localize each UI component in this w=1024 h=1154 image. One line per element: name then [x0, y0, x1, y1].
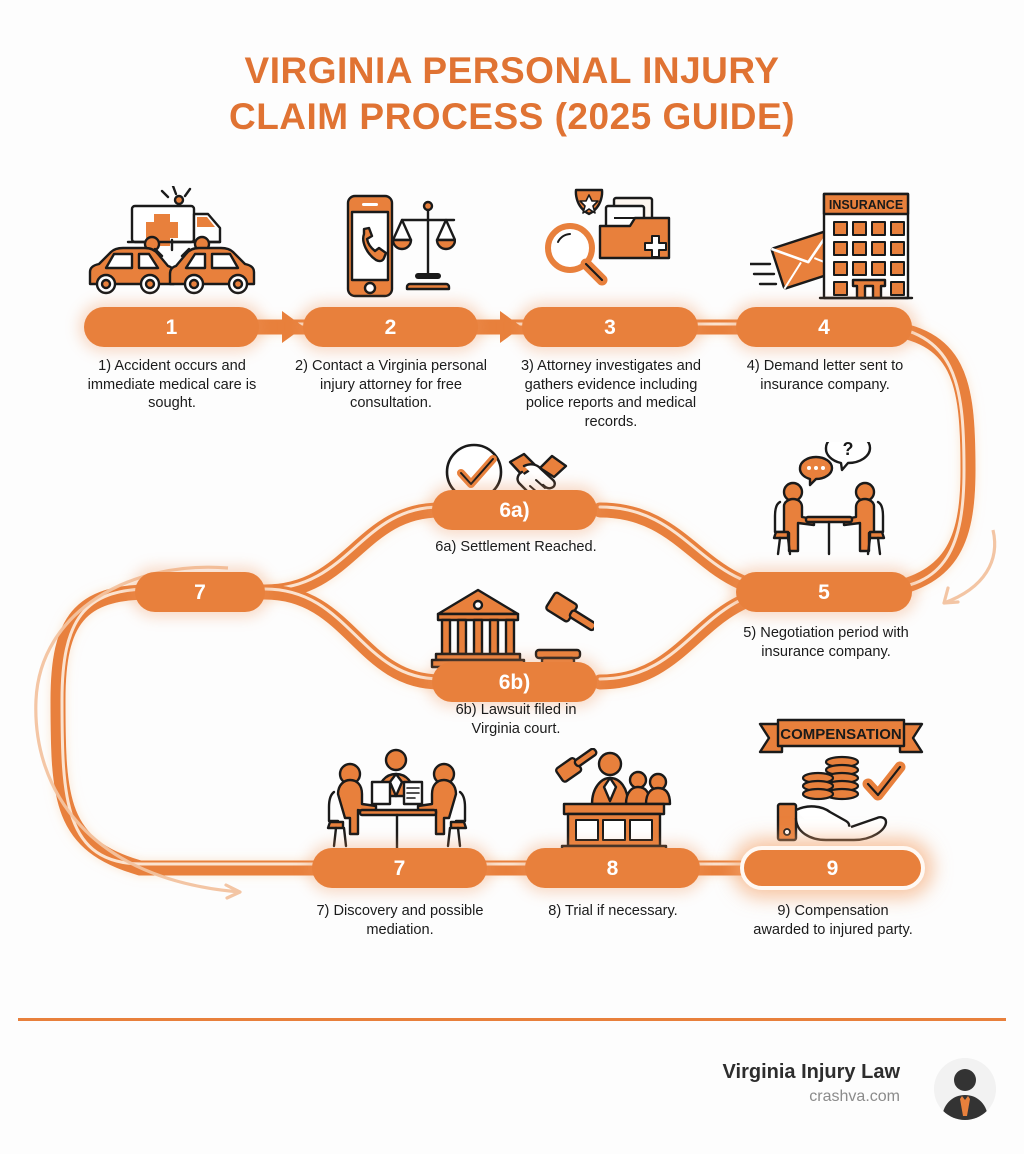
step-badge-label: 6a): [499, 498, 530, 522]
envelope-insurance-building-icon: INSURANCE: [748, 190, 916, 302]
page-title: VIRGINIA PERSONAL INJURY CLAIM PROCESS (…: [0, 48, 1024, 140]
feedback-arrow-right: [943, 529, 997, 605]
phone-scales-icon: [344, 190, 457, 302]
step-badge-label: 5: [818, 580, 830, 604]
insurance-building-label: INSURANCE: [829, 198, 903, 212]
step-badge-label: 6b): [498, 670, 531, 694]
step-badge-7-middle[interactable]: 7: [135, 572, 265, 612]
step-badge-5[interactable]: 5: [736, 572, 912, 612]
step-badge-label: 4: [818, 315, 830, 339]
negotiation-table-icon: ?: [764, 431, 896, 564]
step-badge-label: 7: [194, 580, 206, 604]
svg-text:?: ?: [843, 442, 854, 459]
mediation-table-icon: [326, 748, 472, 856]
step-badge-9[interactable]: 9: [740, 846, 925, 890]
step-caption-1: 1) Accident occurs and immediate medical…: [87, 358, 257, 411]
step-badge-label: 2: [384, 315, 397, 339]
person-silhouette-avatar: [934, 1058, 996, 1120]
compensation-hand-coins-icon: COMPENSATION: [752, 718, 930, 846]
courthouse-gavel-icon: [428, 588, 597, 672]
arrow-2-to-3: [474, 311, 522, 343]
step-caption-6b: 6b) Lawsuit filed in Virginia court.: [455, 702, 577, 737]
step-badge-7[interactable]: 7: [312, 848, 487, 888]
step-caption-6a: 6a) Settlement Reached.: [435, 539, 597, 555]
brand-name: Virginia Injury Law: [722, 1061, 900, 1083]
step-badge-label: 3: [604, 315, 616, 339]
feedback-arrow-left: [34, 565, 241, 894]
step-badge-6a[interactable]: 6a): [432, 490, 597, 530]
arrow-1-to-2: [256, 311, 304, 343]
step-caption-7: 7) Discovery and possible mediation.: [316, 903, 484, 938]
step-badge-2[interactable]: 2: [303, 307, 478, 347]
step-badge-label: 7: [393, 856, 406, 880]
step-badge-6b[interactable]: 6b): [432, 662, 597, 702]
step-badge-label: 8: [606, 856, 619, 880]
step-caption-9: 9) Compensation awarded to injured party…: [753, 903, 913, 938]
step-badge-label: 9: [826, 856, 839, 880]
step-badge-8[interactable]: 8: [525, 848, 700, 888]
step-caption-8: 8) Trial if necessary.: [548, 903, 678, 919]
checkmark-handshake-icon: [444, 442, 580, 508]
brand-block: Virginia Injury Law crashva.com: [723, 1061, 900, 1106]
step-caption-4: 4) Demand letter sent to insurance compa…: [746, 358, 904, 393]
step-caption-3: 3) Attorney investigates and gathers evi…: [520, 358, 702, 430]
car-crash-ambulance-icon: [84, 184, 260, 302]
judge-bench-icon: [548, 747, 678, 856]
step-badge-4[interactable]: 4: [736, 307, 912, 347]
step-badge-label: 1: [165, 315, 178, 339]
footer-divider: [18, 1018, 1006, 1021]
step-caption-2: 2) Contact a Virginia personal injury at…: [295, 358, 487, 411]
step-badge-1[interactable]: 1: [84, 307, 259, 347]
step-badge-3[interactable]: 3: [522, 307, 698, 347]
compensation-banner-label: COMPENSATION: [780, 726, 901, 743]
magnifier-badge-files-icon: [540, 186, 690, 304]
brand-url: crashva.com: [809, 1088, 900, 1105]
page-title-line-1: VIRGINIA PERSONAL INJURY: [244, 50, 780, 91]
step-caption-5: 5) Negotiation period with insurance com…: [743, 625, 909, 660]
page-title-line-2: CLAIM PROCESS (2025 GUIDE): [228, 96, 796, 137]
